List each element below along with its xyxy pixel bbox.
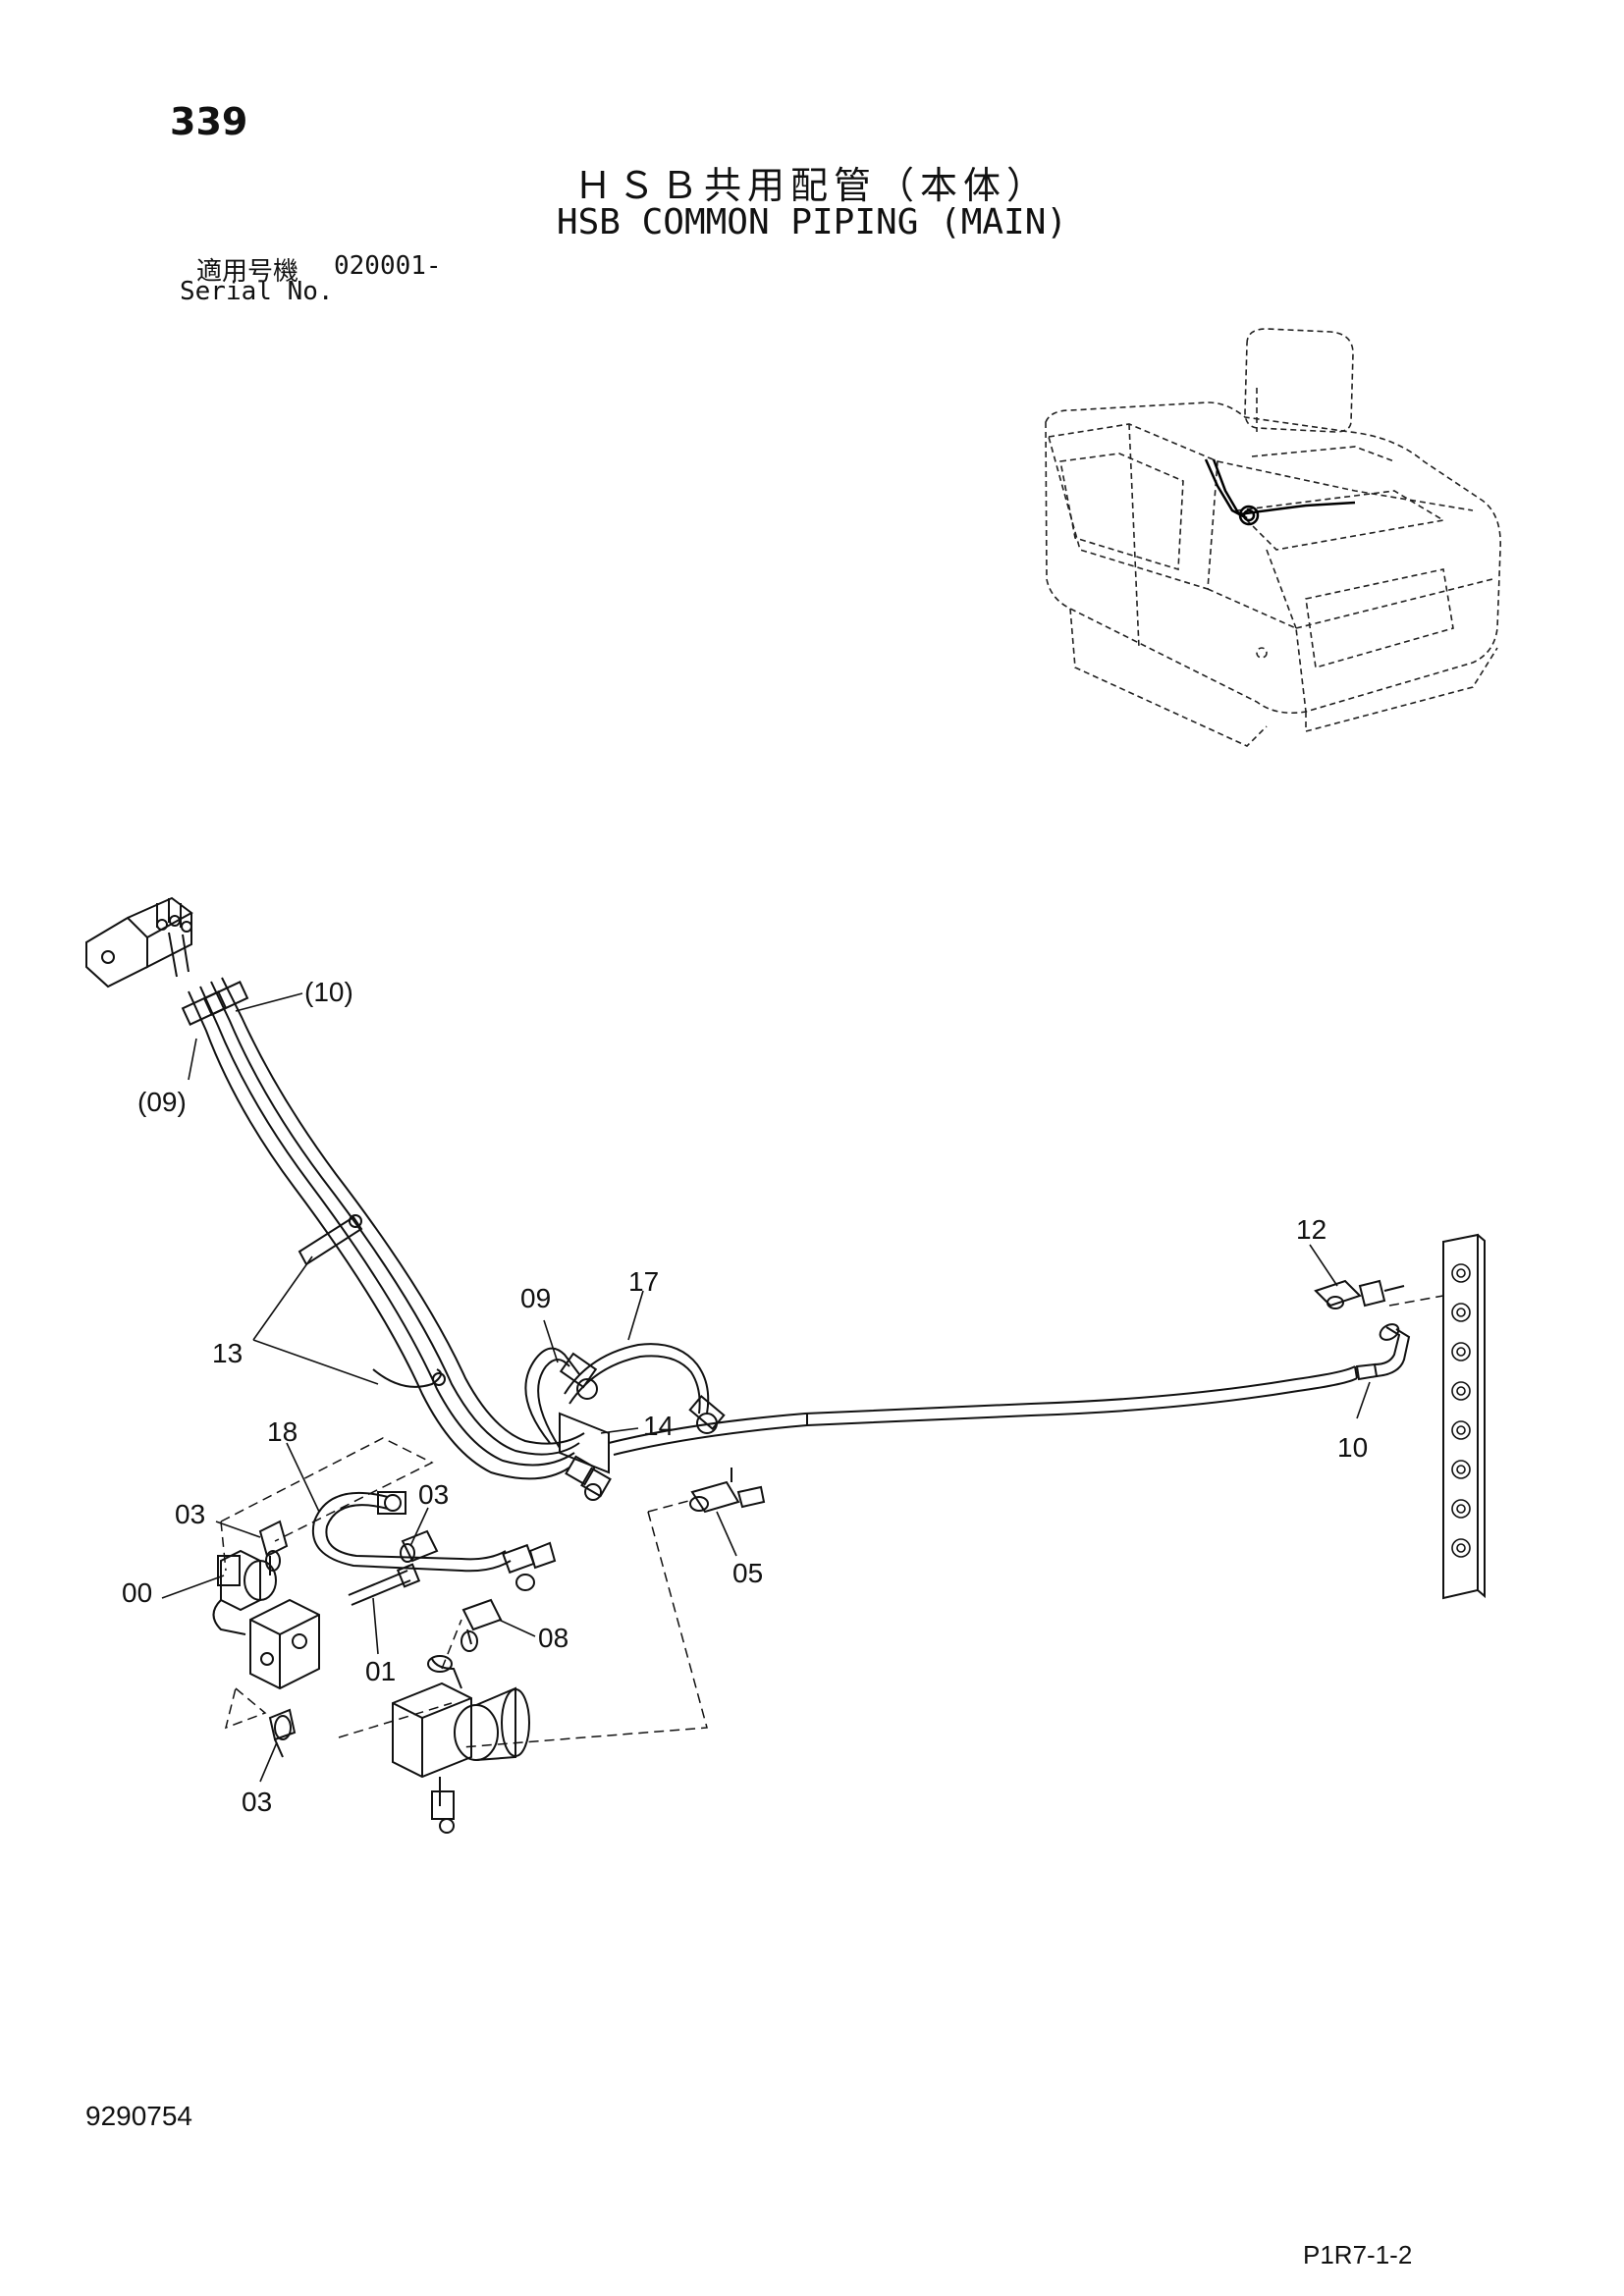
title-english: HSB COMMON PIPING (MAIN) bbox=[556, 202, 1068, 242]
callout-01: 01 bbox=[365, 1656, 396, 1686]
serial-label-japanese: 適用号機 bbox=[196, 257, 299, 287]
serial-value: 020001- bbox=[334, 251, 442, 281]
callout-03-center: 03 bbox=[418, 1479, 449, 1510]
callout-10-parenthesized: (10) bbox=[304, 977, 353, 1007]
callout-leader-lines bbox=[161, 992, 1371, 1783]
callout-05: 05 bbox=[732, 1558, 763, 1588]
exploded-view-guide-lines bbox=[220, 1295, 1444, 1748]
page-number: 339 bbox=[170, 100, 248, 143]
callout-09-parenthesized: (09) bbox=[137, 1087, 187, 1117]
callout-10: 10 bbox=[1337, 1432, 1368, 1463]
callout-14: 14 bbox=[643, 1411, 674, 1441]
callout-03-left: 03 bbox=[175, 1499, 205, 1529]
callout-08: 08 bbox=[538, 1623, 568, 1653]
callout-13: 13 bbox=[212, 1338, 243, 1368]
highlighted-piping-location bbox=[1204, 458, 1356, 526]
document-number: 9290754 bbox=[85, 2101, 193, 2131]
callout-12: 12 bbox=[1296, 1214, 1326, 1245]
page-code: P1R7-1-2 bbox=[1303, 2240, 1413, 2269]
callout-03-bottom: 03 bbox=[242, 1787, 272, 1817]
machine-overview-illustration bbox=[1045, 328, 1501, 747]
piping-assembly-drawing bbox=[85, 896, 1486, 1834]
callout-18: 18 bbox=[267, 1416, 298, 1447]
callout-09: 09 bbox=[520, 1283, 551, 1313]
title-japanese: ＨＳＢ共用配管（本体） bbox=[573, 164, 1050, 207]
callout-00: 00 bbox=[122, 1577, 152, 1608]
serial-label-english: Serial No. bbox=[180, 277, 334, 306]
callout-17: 17 bbox=[628, 1266, 659, 1297]
